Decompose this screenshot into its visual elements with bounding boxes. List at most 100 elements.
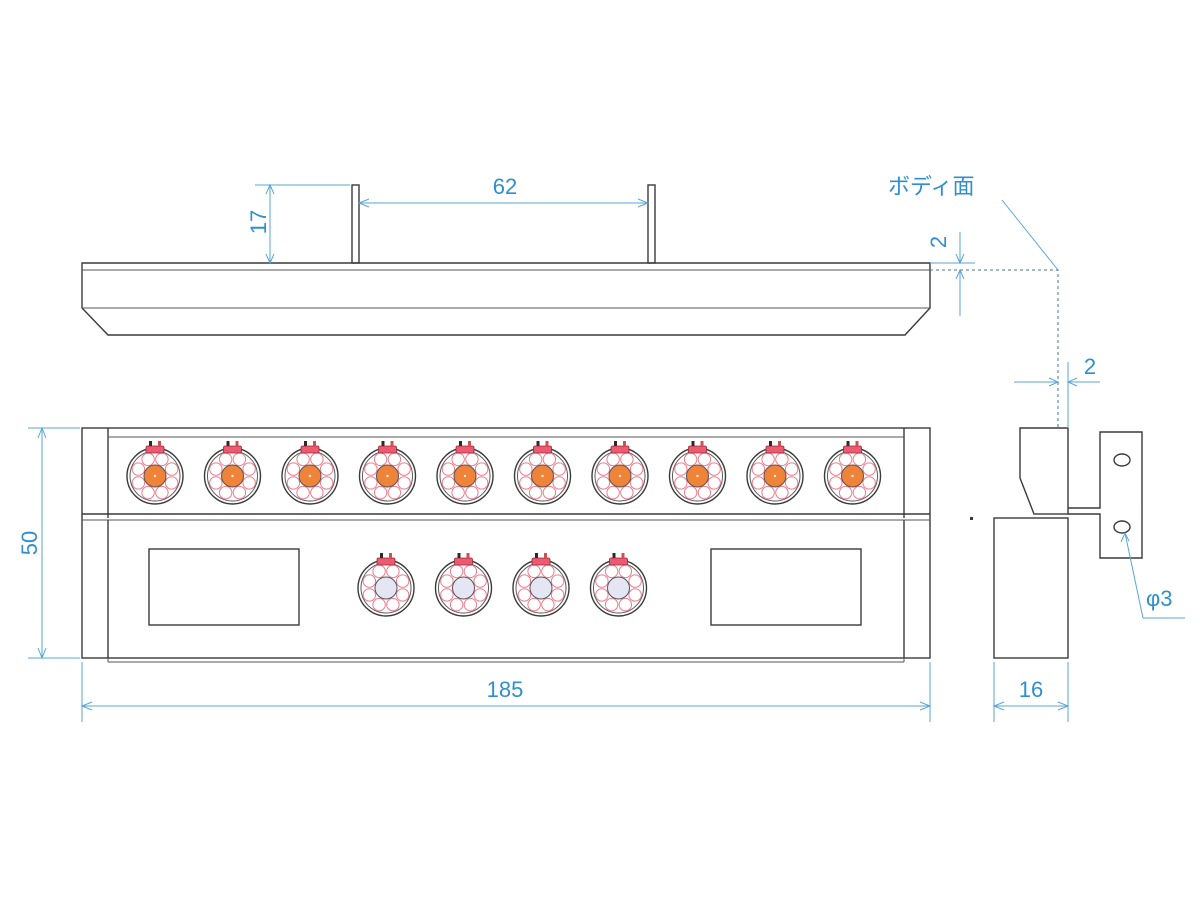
body-surface-label: ボディ面 — [888, 175, 974, 200]
dim-phi3-text: φ3 — [1146, 586, 1173, 611]
led-hole — [362, 574, 377, 588]
right-reflector-window — [710, 548, 862, 626]
lamp-unit-amber — [823, 441, 882, 505]
led-hole — [463, 564, 478, 579]
terminal-pin — [535, 553, 538, 558]
led-hole — [141, 485, 155, 500]
body-surface-reference: ボディ面 — [888, 175, 1059, 428]
terminal-pin — [623, 441, 626, 446]
led-hole — [451, 452, 465, 467]
led-hole — [474, 462, 489, 476]
led-hole — [395, 588, 410, 602]
front-view-frame — [81, 427, 931, 659]
lower-lamp-row — [357, 553, 648, 617]
led-hole — [364, 476, 378, 490]
led-hole — [542, 452, 557, 467]
led-hole — [604, 597, 619, 612]
led-hole — [517, 574, 532, 588]
connector-tab — [455, 445, 475, 454]
led-hole — [674, 476, 688, 490]
left-reflector-window — [148, 548, 300, 626]
led-hole — [397, 476, 411, 490]
led-hole — [449, 597, 464, 612]
led-hole — [441, 476, 456, 490]
led-hole — [595, 588, 609, 602]
led-hole — [761, 452, 775, 467]
led-hole — [552, 476, 566, 490]
led-hole — [296, 485, 310, 500]
connector-tab — [300, 445, 320, 454]
led-hole — [286, 476, 301, 490]
led-hole — [775, 452, 789, 467]
terminal-pin — [313, 441, 316, 446]
dim-bracket-height: 17 — [246, 183, 350, 265]
connector-tab — [145, 445, 165, 454]
lamp-lens — [529, 576, 553, 600]
terminal-pin — [544, 553, 547, 558]
led-hole — [541, 564, 555, 579]
led-hole — [441, 462, 456, 476]
terminal-pin — [614, 441, 617, 446]
dim-hole-diameter: φ3 — [1120, 531, 1185, 619]
dim-offset-horizontal: 2 — [1014, 354, 1100, 428]
led-hole — [595, 574, 609, 588]
led-hole — [373, 485, 388, 500]
connector-tab — [378, 445, 397, 454]
led-hole — [528, 485, 543, 500]
led-hole — [707, 462, 721, 476]
led-hole — [751, 462, 766, 476]
connector-tab — [531, 557, 551, 566]
led-hole — [852, 452, 867, 467]
led-hole — [628, 574, 642, 588]
terminal-pin — [381, 441, 385, 446]
led-hole — [319, 476, 334, 490]
led-hole — [310, 452, 324, 467]
terminal-pin — [612, 553, 616, 558]
terminal-pin — [389, 553, 392, 558]
led-hole — [862, 462, 876, 476]
led-hole — [319, 462, 334, 476]
led-hole — [829, 462, 843, 476]
led-hole — [527, 564, 541, 579]
lamp-unit-amber — [126, 441, 184, 505]
led-hole — [141, 452, 155, 467]
terminal-pin — [235, 441, 239, 446]
led-hole — [440, 588, 454, 602]
dim-2-vertical-text: 2 — [926, 236, 951, 248]
led-hole — [620, 485, 634, 500]
led-hole — [387, 452, 402, 467]
connector-tab — [765, 445, 785, 454]
led-hole — [707, 476, 721, 490]
led-hole — [218, 452, 233, 467]
led-hole — [473, 588, 487, 602]
terminal-pin — [459, 441, 462, 446]
led-hole — [232, 452, 247, 467]
led-hole — [372, 597, 386, 612]
led-hole — [463, 597, 478, 612]
lamp-unit-amber — [591, 441, 649, 505]
led-hole — [397, 462, 411, 476]
led-hole — [387, 485, 402, 500]
terminal-pin — [700, 441, 704, 446]
front-view — [81, 427, 931, 663]
lamp-unit-clear — [589, 553, 648, 617]
led-hole — [838, 485, 853, 500]
dim-depth: 16 — [992, 662, 1070, 722]
led-hole — [232, 485, 247, 500]
lamp-unit-amber — [513, 441, 572, 505]
led-hole — [372, 564, 386, 579]
dim-16-text: 16 — [1019, 677, 1043, 702]
led-hole — [629, 476, 644, 490]
led-hole — [628, 588, 642, 602]
led-hole — [131, 462, 146, 476]
connector-tab — [843, 445, 862, 454]
lamp-unit-amber — [668, 441, 727, 505]
led-hole — [164, 462, 179, 476]
lamp-unit-clear — [357, 553, 415, 617]
dim-2-horizontal-text: 2 — [1084, 354, 1096, 379]
led-hole — [517, 588, 532, 602]
terminal-pin — [536, 441, 540, 446]
led-hole — [683, 452, 698, 467]
terminal-pin — [304, 441, 307, 446]
